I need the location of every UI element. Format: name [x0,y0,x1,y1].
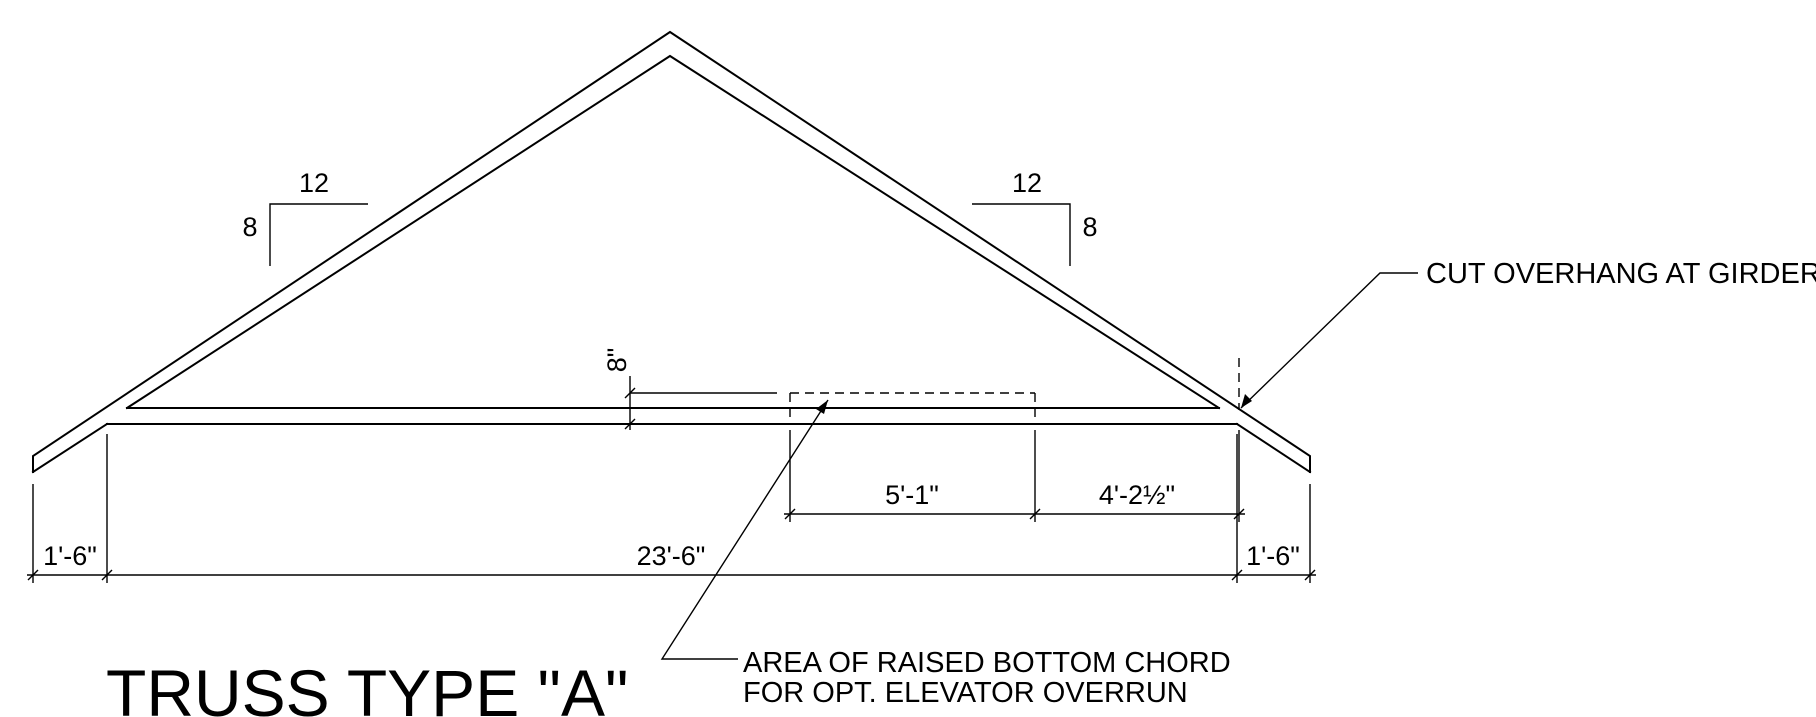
cut-overhang-note: CUT OVERHANG AT GIRDER [1426,258,1816,290]
upper-dimension-string: 5'-1" 4'-2½" [784,430,1245,522]
raised-height-tick-bottom [624,418,636,430]
cut-overhang-arrowhead [1241,394,1252,408]
raised-chord-note-line1: AREA OF RAISED BOTTOM CHORD [743,647,1231,679]
truss-outline [31,30,1312,474]
lower-tick-4 [1304,569,1316,581]
left-overhang-label: 1'-6" [43,541,97,571]
left-heel [31,422,109,474]
top-chord-inner [125,54,1221,410]
upper-tick-3 [1233,508,1245,520]
lower-tick-2 [101,569,113,581]
pitch-symbol-left: 12 8 [242,168,368,266]
raised-area-width-label: 5'-1" [885,480,939,510]
raised-chord-leader: AREA OF RAISED BOTTOM CHORD FOR OPT. ELE… [660,399,1231,709]
lower-tick-3 [1231,569,1243,581]
raised-chord-leader-line [660,399,829,660]
span-label: 23'-6" [637,541,706,571]
lower-tick-1 [27,569,39,581]
raised-height-tick-top [624,387,636,399]
raised-height-label: 8" [602,348,632,373]
drawing-title: TRUSS TYPE "A" [106,656,628,717]
raised-area-offset-label: 4'-2½" [1099,480,1175,510]
raised-height-dimension: 8" [602,348,777,430]
cut-overhang-leader-line [1240,272,1418,409]
raised-chord-note-line2: FOR OPT. ELEVATOR OVERRUN [743,677,1188,709]
cut-overhang-leader: CUT OVERHANG AT GIRDER [1240,258,1816,409]
upper-tick-2 [1029,508,1041,520]
right-heel [1235,422,1312,474]
top-chord-outer [32,30,1311,473]
pitch-right-rise: 8 [1082,212,1097,242]
upper-tick-1 [784,508,796,520]
pitch-left-rise: 8 [242,212,257,242]
lower-dimension-string: 1'-6" 23'-6" 1'-6" [27,434,1316,583]
pitch-right-lines [972,203,1071,266]
raised-chord-arrowhead [816,400,828,414]
right-overhang-label: 1'-6" [1246,541,1300,571]
raised-chord-area [789,358,1240,424]
pitch-left-lines [269,203,368,266]
pitch-right-run: 12 [1012,168,1042,198]
pitch-left-run: 12 [299,168,329,198]
pitch-symbol-right: 12 8 [972,168,1098,266]
